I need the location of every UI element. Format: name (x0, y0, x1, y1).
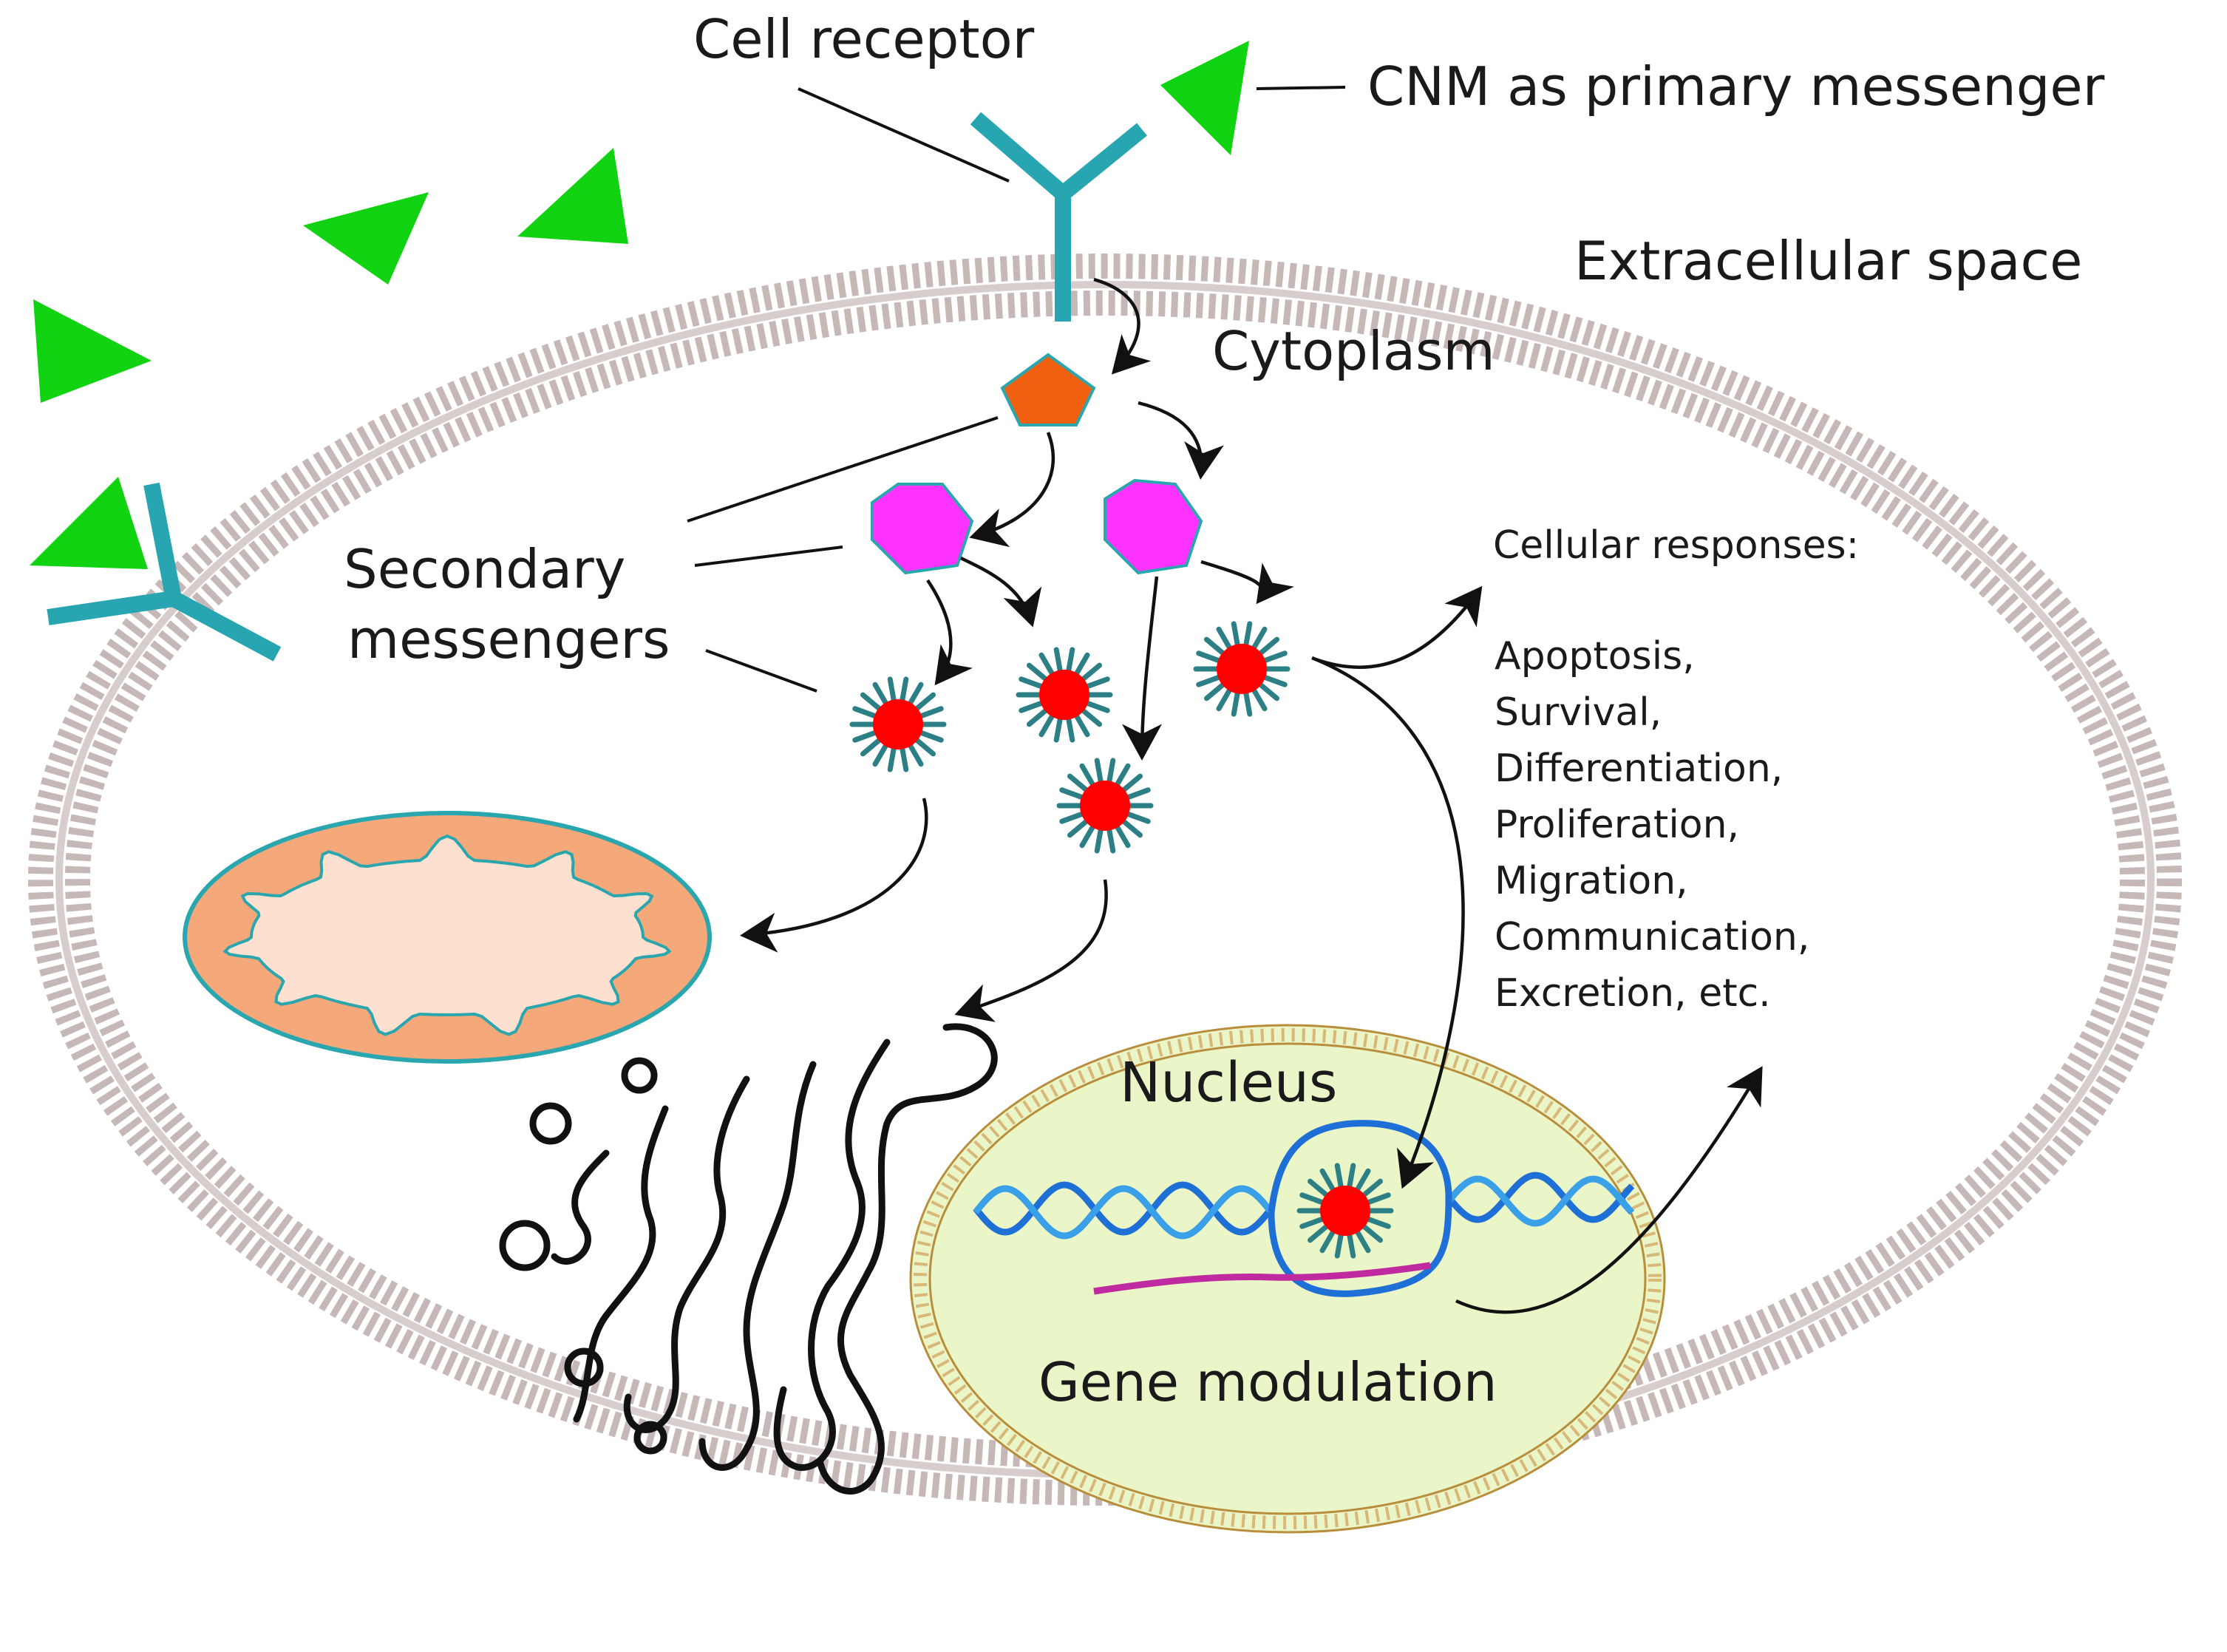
nanoparticles (849, 621, 1394, 1259)
response-item: Survival, (1495, 690, 1662, 735)
response-item: Differentiation, (1495, 747, 1783, 791)
nanoparticle (1296, 1163, 1394, 1259)
signal-arrows (740, 277, 1763, 1314)
label-extracellular: Extracellular space (1574, 230, 2082, 292)
label-cytoplasm: Cytoplasm (1212, 320, 1495, 382)
cnm-triangle (30, 477, 148, 569)
hexagon-messenger (871, 483, 974, 575)
pentagon-messenger (1000, 353, 1096, 426)
label-secondary-1: Secondary (344, 538, 625, 600)
golgi-apparatus (499, 1023, 998, 1495)
leader-lines (687, 86, 1346, 693)
cnm-triangle (33, 299, 152, 403)
nanoparticle (849, 676, 947, 772)
rna-strand (1093, 1262, 1431, 1295)
cnm-triangle (303, 192, 429, 285)
hexagon-messenger (1104, 478, 1203, 575)
label-cell-receptor: Cell receptor (693, 8, 1035, 70)
label-gene-modulation: Gene modulation (1038, 1351, 1497, 1413)
mitochondrion (183, 811, 712, 1064)
label-cnm-primary: CNM as primary messenger (1367, 55, 2105, 118)
response-item: Communication, (1495, 915, 1809, 959)
nanoparticle (1016, 647, 1113, 743)
nanoparticle (1193, 621, 1291, 717)
cell-receptor-secondary (47, 482, 282, 662)
label-secondary-2: messengers (347, 608, 670, 670)
response-item: Excretion, etc. (1495, 971, 1771, 1016)
cell-receptor (970, 112, 1147, 322)
dna-strands (973, 1120, 1635, 1297)
cnm-triangle (517, 148, 628, 244)
nanoparticle (1056, 758, 1154, 854)
label-cellular-responses: Cellular responses: (1493, 523, 1859, 568)
response-item: Migration, (1495, 859, 1688, 903)
label-nucleus: Nucleus (1120, 1051, 1337, 1115)
response-item: Apoptosis, (1495, 634, 1695, 679)
cnm-triangle (1160, 41, 1249, 155)
cnm-particles (30, 41, 1249, 569)
response-item: Proliferation, (1495, 803, 1739, 847)
responses-list: Apoptosis, Survival, Differentiation, Proli… (1495, 634, 1809, 1016)
